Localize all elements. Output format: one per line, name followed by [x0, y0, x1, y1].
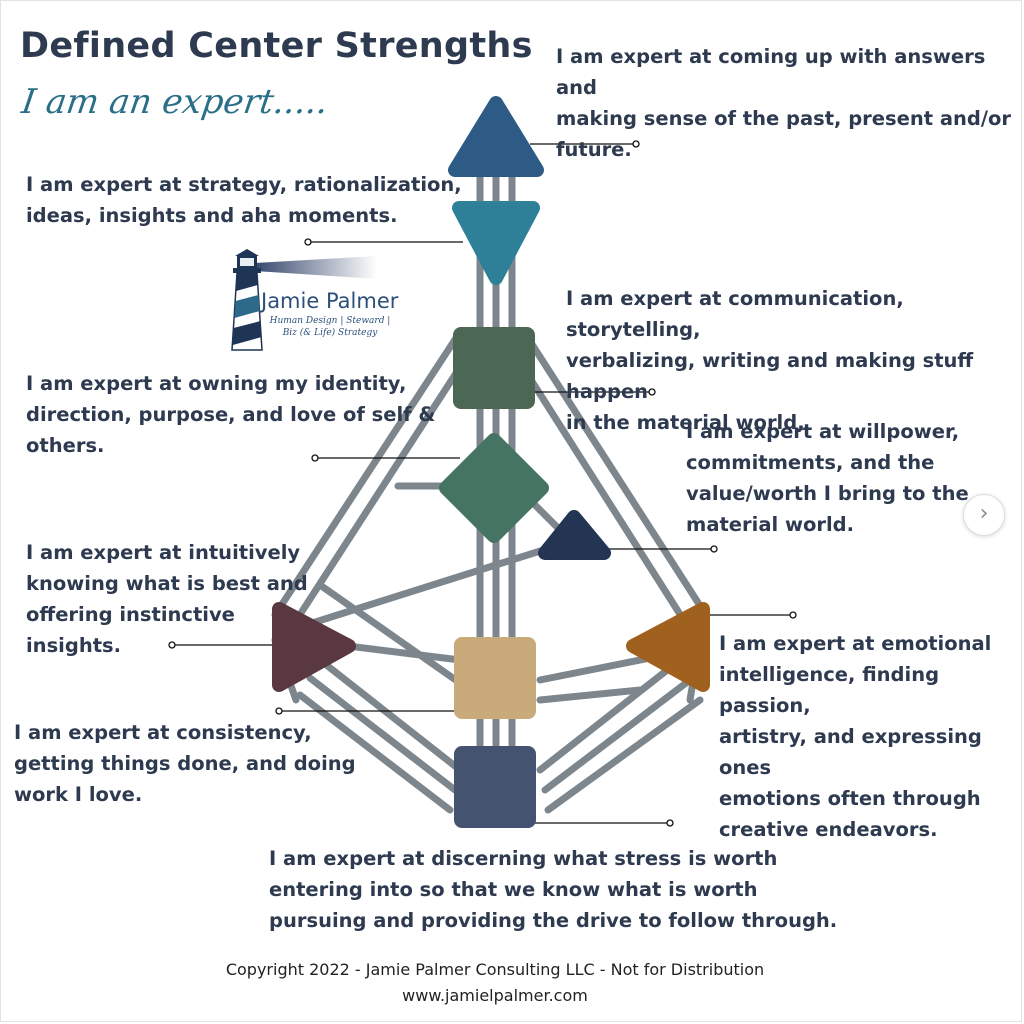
channel-line: [316, 656, 464, 774]
leader-dot: [275, 707, 283, 715]
solar-plexus-center-description: I am expert at emotional intelligence, f…: [719, 632, 992, 841]
logo-name: Jamie Palmer: [261, 289, 399, 313]
spleen-center-description: I am expert at intuitively knowing what …: [26, 541, 308, 657]
leader-dot: [710, 545, 718, 553]
channel-line: [306, 674, 459, 794]
solar-plexus-center: [626, 602, 710, 692]
sacral-center: [454, 637, 536, 719]
channel-line: [541, 676, 694, 794]
heart-center-description: I am expert at willpower, commitments, a…: [686, 420, 969, 536]
centers: [272, 96, 710, 828]
page-title: Defined Center Strengths: [20, 26, 533, 66]
root-center: [454, 746, 536, 828]
leader-dot: [168, 641, 176, 649]
leader-dot: [648, 388, 656, 396]
leader-dot: [304, 238, 312, 246]
g-center-description: I am expert at owning my identity, direc…: [26, 372, 436, 457]
head-center: [448, 96, 544, 177]
channel-line: [544, 696, 704, 814]
channel-line: [536, 686, 644, 704]
leader-dot: [666, 819, 674, 827]
channel-line: [286, 536, 579, 634]
lighthouse-icon: [231, 249, 377, 351]
leader-dot: [632, 140, 640, 148]
page-subtitle: I am an expert.....: [19, 82, 331, 122]
sacral-center-description: I am expert at consistency, getting thin…: [14, 721, 356, 806]
leader-dot: [789, 611, 797, 619]
next-slide-button[interactable]: ›: [963, 494, 1005, 536]
leader-lines: [168, 140, 797, 827]
throat-center: [453, 327, 535, 409]
leader-dot: [311, 454, 319, 462]
chevron-right-icon: ›: [979, 501, 989, 526]
channel-line: [522, 331, 710, 619]
spleen-center: [272, 602, 356, 692]
g-center: [439, 433, 549, 543]
throat-center-description: I am expert at communication, storytelli…: [566, 287, 974, 434]
head-center-description: I am expert at coming up with answers an…: [556, 45, 1011, 161]
root-center-description: I am expert at discerning what stress is…: [269, 847, 838, 932]
ajna-center: [452, 201, 540, 285]
copyright-text: Copyright 2022 - Jamie Palmer Consulting…: [225, 960, 765, 979]
brand-logo: Jamie Palmer Human Design | Steward | Bi…: [225, 245, 415, 355]
channel-line: [536, 656, 684, 774]
channel-line: [508, 346, 694, 634]
channel-line: [316, 581, 474, 694]
logo-tagline: Human Design | Steward | Biz (& Life) St…: [269, 316, 391, 338]
ajna-center-description: I am expert at strategy, rationalization…: [26, 173, 462, 227]
heart-center: [538, 510, 611, 560]
channel-line: [271, 331, 462, 619]
website-link[interactable]: www.jamielpalmer.com: [402, 986, 588, 1005]
channel-line: [296, 691, 454, 814]
